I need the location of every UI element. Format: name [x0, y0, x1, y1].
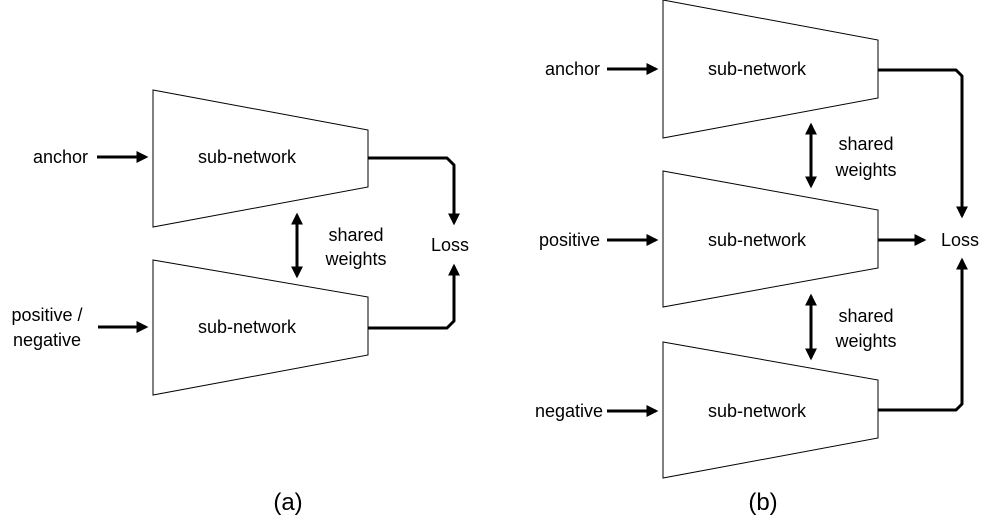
anchor-label-b: anchor [545, 59, 600, 79]
sub-network-label-bottom: sub-network [198, 317, 297, 337]
loss-label: Loss [431, 235, 469, 255]
anchor-label: anchor [33, 147, 88, 167]
sub-network-block-bottom [152, 259, 369, 396]
caption-a: (a) [273, 489, 302, 516]
positive-negative-label-line1: positive / [11, 305, 82, 325]
sub-network-block-positive [662, 170, 879, 308]
positive-negative-label-line2: negative [13, 330, 81, 350]
shared-weights-label-line1: shared [328, 225, 383, 245]
sub-network-label-anchor: sub-network [708, 59, 807, 79]
negative-label: negative [535, 401, 603, 421]
loss-label-b: Loss [941, 230, 979, 250]
positive-label: positive [539, 230, 600, 250]
caption-b: (b) [748, 489, 777, 516]
output-to-loss-anchor [878, 68, 968, 219]
output-to-loss-top [368, 156, 460, 226]
shared-weights-label-line2: weights [324, 249, 386, 269]
sub-network-label-positive: sub-network [708, 230, 807, 250]
panel-a: sub-network sub-network anchor positive … [11, 89, 469, 516]
sub-network-label-top: sub-network [198, 147, 297, 167]
output-to-loss-negative [878, 257, 968, 412]
output-to-loss-bottom [368, 263, 460, 330]
sub-network-block-negative [662, 341, 879, 479]
shared-weights-1-line2: weights [834, 160, 896, 180]
sub-network-label-negative: sub-network [708, 401, 807, 421]
sub-network-block-anchor [662, 0, 879, 139]
panel-b: sub-network sub-network sub-network anch… [535, 0, 979, 516]
shared-weights-2-line1: shared [838, 306, 893, 326]
shared-weights-1-line1: shared [838, 134, 893, 154]
shared-weights-2-line2: weights [834, 331, 896, 351]
sub-network-block-top [152, 89, 369, 228]
